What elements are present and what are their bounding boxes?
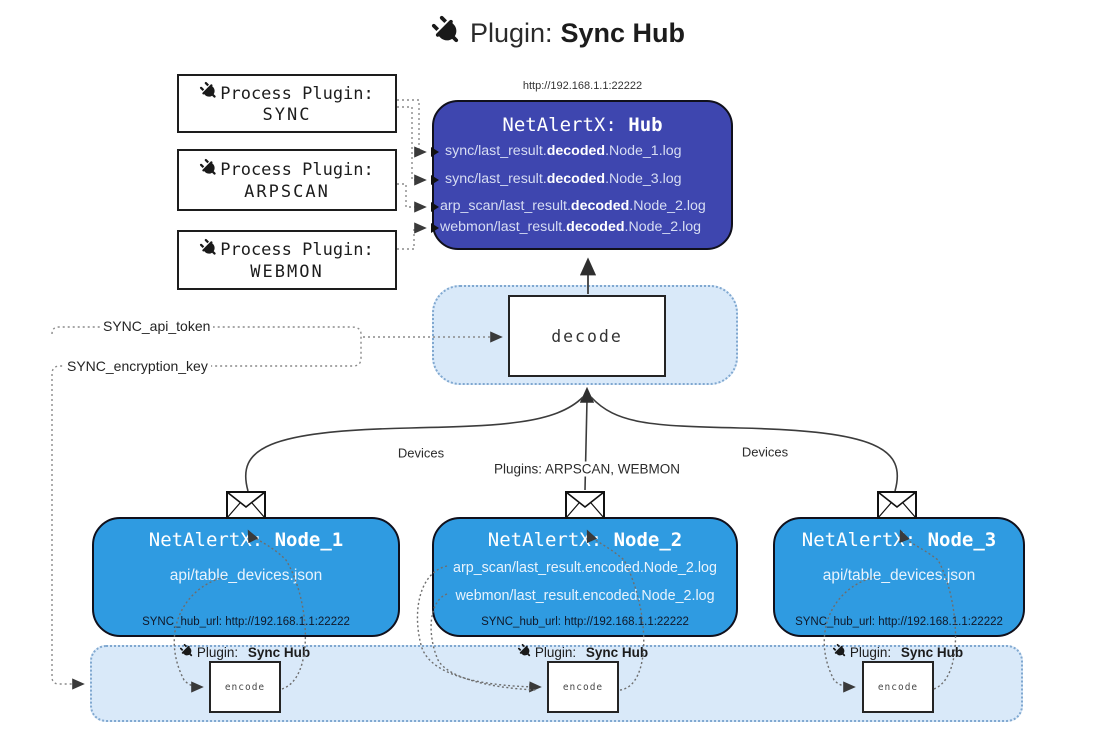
node-title: NetAlertX: Node_3 bbox=[801, 529, 997, 551]
node-file: api/table_devices.json bbox=[822, 567, 976, 584]
plug-icon bbox=[832, 643, 847, 661]
node-hub-url: SYNC_hub_url: http://192.168.1.1:22222 bbox=[142, 616, 350, 628]
edge-label-plugins: Plugins: ARPSCAN, WEBMON bbox=[490, 461, 684, 477]
sync-api-token-label: SYNC_api_token bbox=[100, 318, 214, 334]
encode-box: encode bbox=[547, 661, 619, 713]
decode-box: decode bbox=[508, 295, 666, 377]
hub-log-line: arp_scan/last_result.decoded.Node_2.log bbox=[431, 198, 729, 218]
band-plugin-label: Plugin: Sync Hub bbox=[155, 643, 335, 661]
edge-label-devices-left: Devices bbox=[394, 445, 448, 461]
plug-icon bbox=[200, 81, 218, 105]
node-title: NetAlertX: Node_2 bbox=[487, 529, 683, 551]
process-plugin-sync: Process Plugin: SYNC bbox=[177, 74, 397, 133]
arrowhead-icon bbox=[431, 147, 439, 157]
node-1-box: NetAlertX: Node_1 api/table_devices.json… bbox=[92, 517, 400, 637]
process-plugin-name: SYNC bbox=[262, 105, 312, 125]
title-prefix: Plugin: bbox=[469, 18, 553, 48]
arrowhead-icon bbox=[431, 175, 439, 185]
hub-log-line: webmon/last_result.decoded.Node_2.log bbox=[431, 219, 729, 239]
plug-icon bbox=[517, 643, 532, 661]
node-2-box: NetAlertX: Node_2 arp_scan/last_result.e… bbox=[432, 517, 738, 637]
process-plugin-name: WEBMON bbox=[250, 261, 324, 282]
process-plugin-name: ARPSCAN bbox=[244, 181, 330, 202]
plug-icon bbox=[179, 643, 194, 661]
process-plugin-label: Process Plugin: bbox=[220, 160, 374, 180]
envelope-icon bbox=[877, 491, 917, 519]
hub-log-line: sync/last_result.decoded.Node_1.log bbox=[431, 143, 729, 163]
hub-title: NetAlertX: Hub bbox=[502, 114, 663, 136]
hub-log-line: sync/last_result.decoded.Node_3.log bbox=[431, 171, 729, 191]
page-title: Plugin: Sync Hub bbox=[0, 15, 1117, 51]
arrowhead-icon bbox=[431, 202, 439, 212]
node-hub-url: SYNC_hub_url: http://192.168.1.1:22222 bbox=[481, 616, 689, 628]
arrowhead-icon bbox=[431, 223, 439, 233]
process-plugin-label: Process Plugin: bbox=[220, 240, 374, 260]
plug-icon bbox=[200, 158, 218, 182]
plug-icon bbox=[431, 15, 462, 51]
node-file: arp_scan/last_result.encoded.Node_2.log bbox=[453, 560, 717, 576]
process-plugin-arpscan: Process Plugin: ARPSCAN bbox=[177, 149, 397, 211]
edge-label-devices-right: Devices bbox=[738, 444, 792, 460]
band-plugin-label: Plugin: Sync Hub bbox=[808, 643, 988, 661]
node-title: NetAlertX: Node_1 bbox=[148, 529, 344, 551]
process-plugin-label: Process Plugin: bbox=[220, 83, 374, 104]
node-file: api/table_devices.json bbox=[169, 567, 323, 584]
envelope-icon bbox=[226, 491, 266, 519]
encode-box: encode bbox=[209, 661, 281, 713]
process-plugin-webmon: Process Plugin: WEBMON bbox=[177, 230, 397, 290]
title-name: Sync Hub bbox=[560, 18, 686, 48]
hub-box: NetAlertX: Hub sync/last_result.decoded.… bbox=[431, 100, 733, 250]
plug-icon bbox=[200, 238, 218, 262]
band-plugin-label: Plugin: Sync Hub bbox=[493, 643, 673, 661]
node-hub-url: SYNC_hub_url: http://192.168.1.1:22222 bbox=[795, 616, 1003, 628]
encode-box: encode bbox=[862, 661, 934, 713]
sync-encryption-key-label: SYNC_encryption_key bbox=[64, 358, 211, 374]
node-file: webmon/last_result.encoded.Node_2.log bbox=[455, 588, 715, 604]
envelope-icon bbox=[565, 491, 605, 519]
hub-url-label: http://192.168.1.1:22222 bbox=[522, 80, 643, 92]
node-3-box: NetAlertX: Node_3 api/table_devices.json… bbox=[773, 517, 1025, 637]
